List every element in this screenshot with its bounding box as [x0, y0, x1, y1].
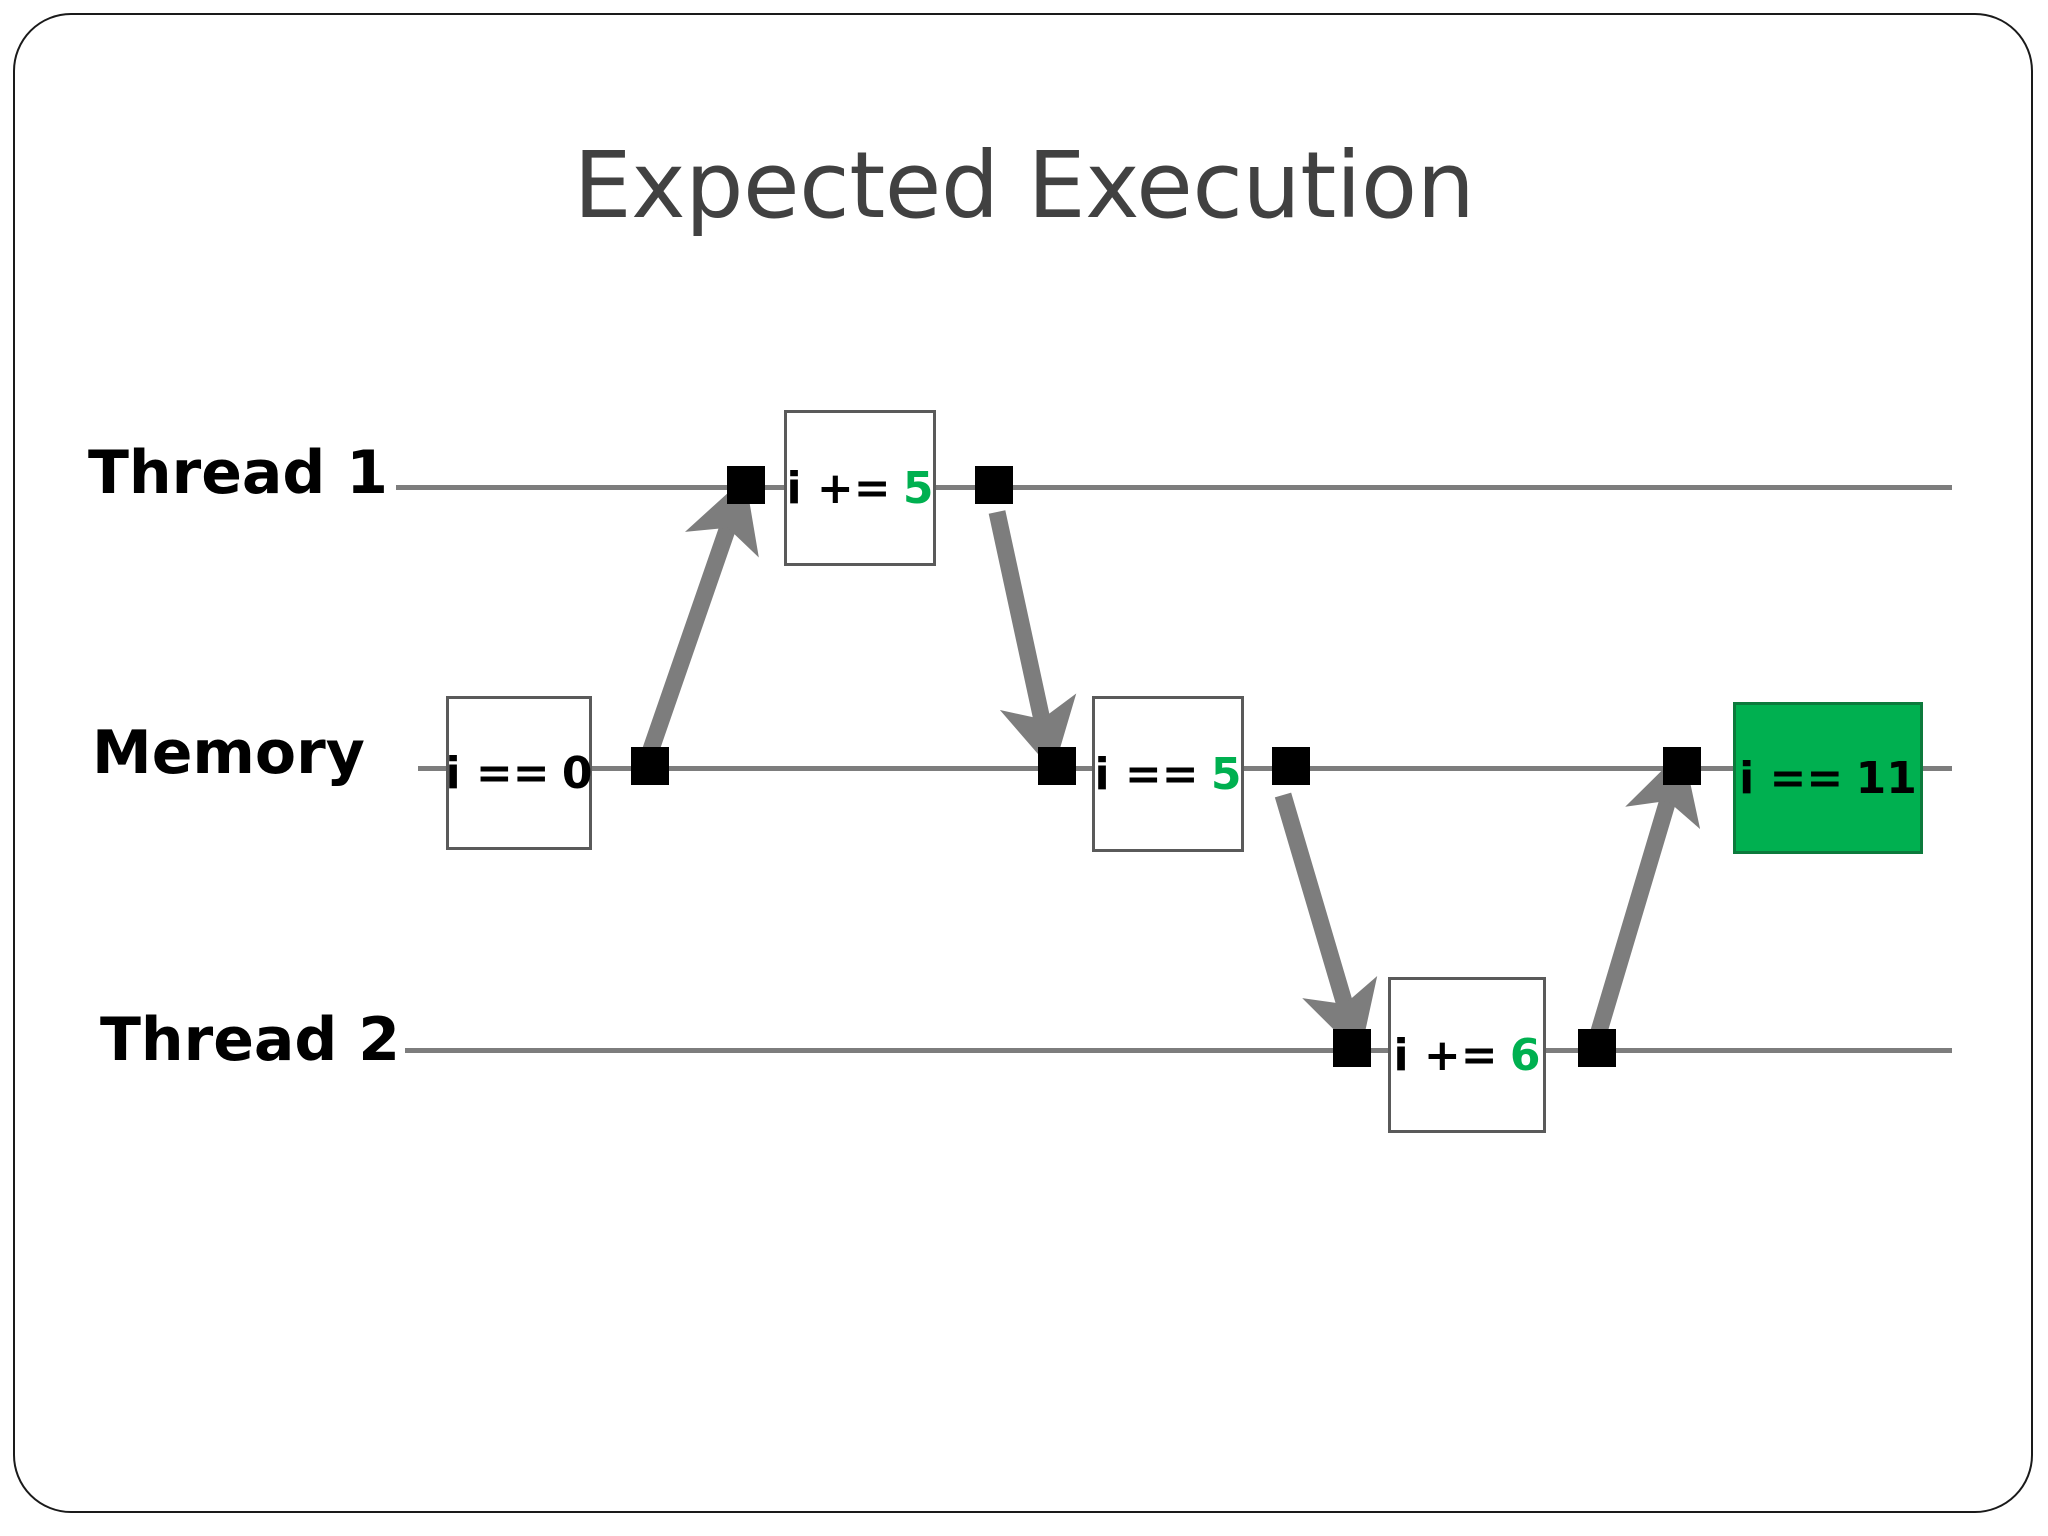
marker-thread1-read[interactable]: [727, 466, 765, 504]
box-memory-mid-expr: i ==: [1094, 748, 1199, 800]
marker-memory-write-1[interactable]: [1038, 747, 1076, 785]
box-memory-mid[interactable]: i ==5: [1092, 696, 1244, 852]
lane-line-thread1: [396, 485, 1952, 490]
box-thread2-value: 6: [1509, 1029, 1541, 1081]
box-memory-final-expr: i ==: [1739, 752, 1844, 804]
lane-label-thread1: Thread 1: [88, 438, 388, 508]
box-memory-initial[interactable]: i ==0: [445, 696, 593, 850]
box-thread1-value: 5: [902, 462, 934, 514]
marker-memory-read-1[interactable]: [631, 747, 669, 785]
slide-frame-border: [13, 13, 2033, 1513]
box-thread2-operation[interactable]: i +=6: [1388, 977, 1546, 1133]
box-memory-final[interactable]: i ==11: [1733, 702, 1923, 854]
marker-thread2-read[interactable]: [1333, 1029, 1371, 1067]
arrow-read-2: [1274, 792, 1378, 1056]
marker-memory-write-2[interactable]: [1663, 747, 1701, 785]
marker-thread2-write[interactable]: [1578, 1029, 1616, 1067]
arrow-write-2: [1588, 749, 1701, 1041]
lane-label-memory: Memory: [92, 718, 365, 788]
marker-memory-read-2[interactable]: [1272, 747, 1310, 785]
box-memory-final-value: 11: [1855, 752, 1917, 804]
box-memory-mid-value: 5: [1210, 748, 1242, 800]
box-memory-initial-expr: i ==: [445, 747, 550, 799]
page-title: Expected Execution: [573, 132, 1475, 239]
box-thread1-expr: i +=: [786, 462, 891, 514]
lane-label-thread2: Thread 2: [100, 1005, 400, 1075]
box-thread2-expr: i +=: [1393, 1029, 1498, 1081]
marker-thread1-write[interactable]: [975, 466, 1013, 504]
box-thread1-operation[interactable]: i +=5: [784, 410, 936, 566]
arrow-read-1: [639, 477, 759, 761]
arrow-write-1: [988, 510, 1077, 772]
lane-line-thread2: [405, 1048, 1952, 1053]
box-memory-initial-value: 0: [561, 747, 593, 799]
